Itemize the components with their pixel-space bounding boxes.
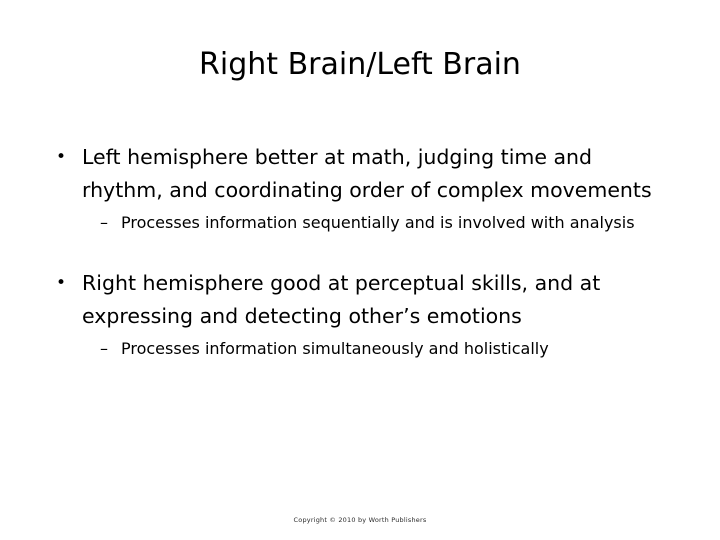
bullet-item-level2: – Processes information simultaneously a…	[100, 335, 664, 362]
bullet-dash-icon: –	[100, 339, 108, 358]
bullet-item-level2: – Processes information sequentially and…	[100, 209, 664, 236]
bullet-text-level1: Right hemisphere good at perceptual skil…	[82, 271, 601, 328]
bullet-group-right-hemisphere: • Right hemisphere good at perceptual sk…	[56, 267, 664, 362]
slide-body: • Left hemisphere better at math, judgin…	[56, 141, 664, 362]
bullet-text-level1: Left hemisphere better at math, judging …	[82, 145, 652, 202]
bullet-dot-icon: •	[56, 273, 67, 293]
bullet-item-level1: • Left hemisphere better at math, judgin…	[56, 141, 664, 207]
bullet-text-level2: Processes information sequentially and i…	[121, 213, 635, 232]
bullet-text-level2: Processes information simultaneously and…	[121, 339, 549, 358]
bullet-group-left-hemisphere: • Left hemisphere better at math, judgin…	[56, 141, 664, 236]
bullet-dot-icon: •	[56, 147, 67, 167]
bullet-dash-icon: –	[100, 213, 108, 232]
copyright-footer: Copyright © 2010 by Worth Publishers	[293, 516, 427, 524]
slide-title: Right Brain/Left Brain	[199, 47, 521, 82]
bullet-item-level1: • Right hemisphere good at perceptual sk…	[56, 267, 664, 333]
